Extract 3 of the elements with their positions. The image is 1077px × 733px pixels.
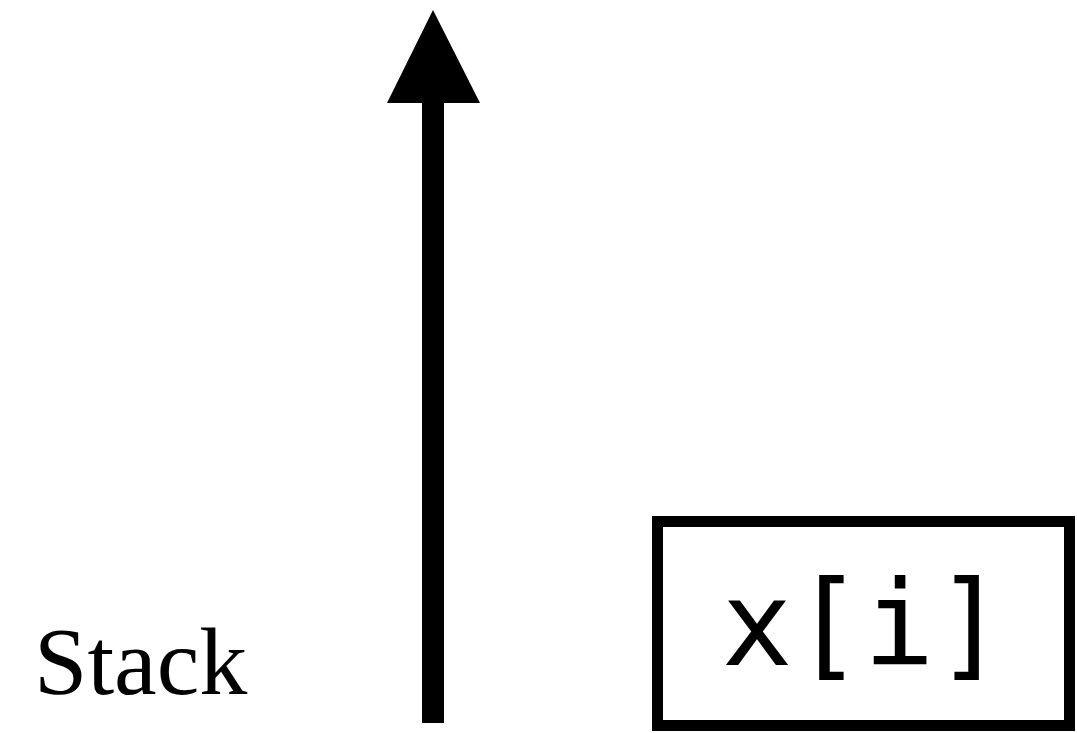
variable-name: x[i]: [721, 564, 1006, 683]
variable-box: [652, 516, 1075, 731]
axis-label: Stack: [34, 614, 248, 710]
